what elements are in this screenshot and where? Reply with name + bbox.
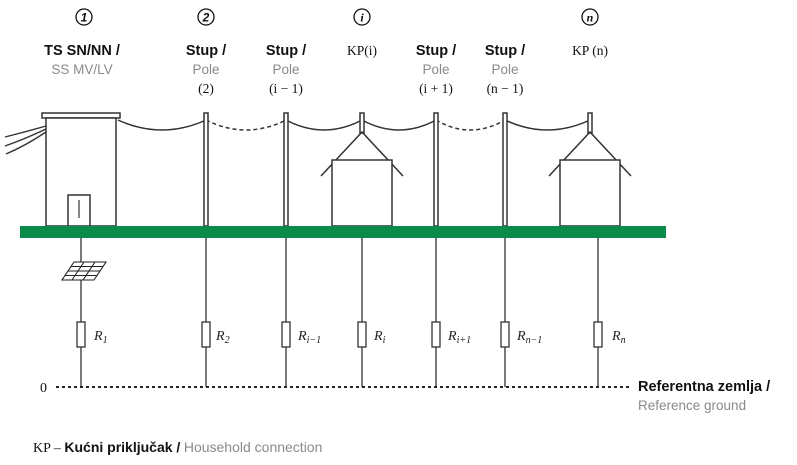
node-nm1-label-en: Pole [491,62,518,77]
svg-text:n: n [587,11,594,25]
reference-label-hr: Referentna zemlja / [638,379,770,395]
node-im1-label-en: Pole [272,62,299,77]
node-im1-label-hr: Stup / [266,43,306,59]
house-icon [548,112,632,227]
resistor-r1: R1 [76,321,108,348]
incoming-cables [4,125,47,155]
node-ip1-label-hr: Stup / [416,43,456,59]
footer-legend: KP – Kućni priključak / Household connec… [33,439,322,456]
solar-panel-icon [60,261,108,281]
pole-nm1 [502,112,508,227]
svg-text:Ri+1: Ri+1 [447,329,471,346]
resistor-rnm1: Rn−1 [500,321,542,348]
svg-text:Rn: Rn [611,329,626,346]
svg-text:R1: R1 [93,329,108,346]
node-number-1: 1 [75,8,93,26]
node-ip1-index: (i + 1) [419,81,453,96]
substation-icon [41,112,121,227]
node-2-label-hr: Stup / [186,43,226,59]
node-number-i: i [353,8,371,26]
ground-strip [20,226,666,238]
node-i-label: KP(i) [347,43,377,58]
node-2-label-en: Pole [192,62,219,77]
resistor-rn: Rn [593,321,626,348]
node-number-2: 2 [197,8,215,26]
node-nm1-label-hr: Stup / [485,43,525,59]
svg-text:R2: R2 [215,329,230,346]
node-1-label-en: SS MV/LV [51,62,112,77]
svg-text:1: 1 [81,11,88,25]
pole-ip1 [433,112,439,227]
ground-wires [80,238,599,387]
svg-text:2: 2 [202,11,210,25]
node-1-label-hr: TS SN/NN / [44,43,120,59]
reference-label-en: Reference ground [638,398,746,413]
pole-im1 [283,112,289,227]
resistor-r2: R2 [201,321,230,348]
node-im1-index: (i − 1) [269,81,303,96]
node-n-label: KP (n) [572,43,608,58]
svg-text:i: i [360,11,364,25]
node-ip1-label-en: Pole [422,62,449,77]
overhead-line [117,119,591,131]
resistor-rim1: Ri−1 [281,321,321,348]
resistor-ri: Ri [357,321,386,348]
node-2-index: (2) [198,81,214,96]
svg-text:Ri−1: Ri−1 [297,329,321,346]
reference-zero: 0 [40,381,47,396]
resistor-rip1: Ri+1 [431,321,471,348]
node-number-n: n [581,8,599,26]
svg-text:Ri: Ri [373,329,386,346]
node-nm1-index: (n − 1) [487,81,524,96]
pole-2 [203,112,209,227]
svg-text:Rn−1: Rn−1 [516,329,542,346]
house-icon [320,112,404,227]
